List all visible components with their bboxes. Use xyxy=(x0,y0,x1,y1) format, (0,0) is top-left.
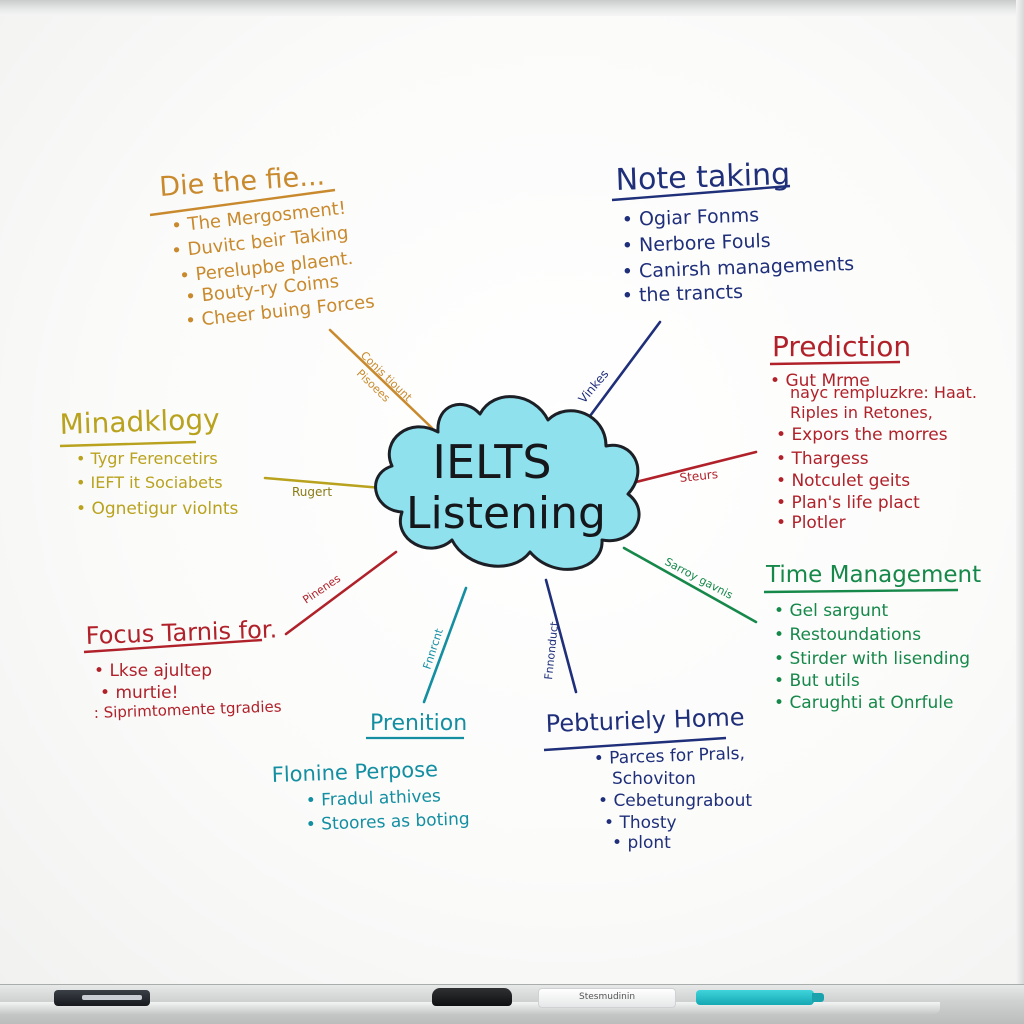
branch-item: • Fradul athives xyxy=(305,786,441,811)
branch-item: • Gut Mrme xyxy=(770,371,870,391)
branch-die-the-fie: Die the fie... • The Mergosment! • Duvit… xyxy=(149,160,415,405)
branch-title: Time Management xyxy=(765,562,981,588)
branch-item: • Stoores as boting xyxy=(305,809,469,835)
mind-map: IELTS Listening Die the fie... • The Mer… xyxy=(59,157,982,853)
branch-item: • But utils xyxy=(774,671,860,691)
branch-item: • Stirder with lisending xyxy=(774,649,970,669)
center-title-line2: Listening xyxy=(406,488,606,539)
connector-line-note-taking xyxy=(588,320,662,418)
title-underline xyxy=(543,736,727,752)
branch-item: • Ognetigur violnts xyxy=(76,499,239,519)
branch-item: • Plotler xyxy=(776,513,846,533)
branch-title: Prenition xyxy=(370,711,467,736)
branch-item: • Tygr Ferencetirs xyxy=(76,449,218,468)
branch-item: • Parces for Prals, xyxy=(593,744,745,769)
branch-title: Die the fie... xyxy=(158,160,326,202)
branch-title: Prediction xyxy=(772,330,911,363)
whiteboard-eraser[interactable] xyxy=(432,988,512,1006)
branch-item: • Thargess xyxy=(776,449,869,469)
branch-item: • Ogiar Fonms xyxy=(621,204,759,231)
marker-label-strip xyxy=(82,995,142,1000)
branch-item: nayc rempluzkre: Haat. xyxy=(790,383,977,402)
branch-item: • Nerbore Fouls xyxy=(621,230,771,257)
white-marker-label: Stesmudinin xyxy=(579,992,636,1002)
branch-item: • Cebetungrabout xyxy=(598,791,752,811)
branch-item: • Lkse ajultep xyxy=(94,661,212,681)
branch-title: Minadklogy xyxy=(59,402,220,441)
connector-label: Fnnonduct xyxy=(542,620,561,680)
branch-title: Focus Tarnis for. xyxy=(85,615,277,650)
branch-item: • IEFT it Sociabets xyxy=(76,473,223,492)
connector-line-die xyxy=(328,328,434,430)
connector-label: Vinkes xyxy=(576,367,612,406)
branch-item: • Expors the morres xyxy=(776,425,948,445)
title-underline xyxy=(149,188,336,217)
branch-item: • Plan's life plact xyxy=(776,493,920,513)
connector-label: Rugert xyxy=(292,485,332,499)
white-marker[interactable]: Stesmudinin xyxy=(538,988,676,1008)
connector-line-prenition xyxy=(422,586,468,704)
connector-label: Sarroy gavnis xyxy=(663,555,736,602)
branch-prediction: Prediction • Gut Mrme nayc rempluzkre: H… xyxy=(679,330,977,533)
teal-marker-tip xyxy=(812,993,824,1002)
whiteboard-top-frame xyxy=(0,0,1024,16)
black-marker[interactable] xyxy=(54,990,150,1006)
connector-line-minadklogy xyxy=(263,476,384,490)
title-underline xyxy=(611,184,791,202)
center-cloud xyxy=(374,395,641,571)
connector-label: Pinenes xyxy=(300,572,343,607)
connector-lines xyxy=(263,320,758,704)
branch-item: • murtie! xyxy=(100,683,178,703)
branch-title: Pebturiely Home xyxy=(545,703,745,738)
title-underline xyxy=(83,638,263,654)
branch-item: • Notculet geits xyxy=(776,471,910,491)
connector-line-time-management xyxy=(622,546,758,624)
connector-line-prediction xyxy=(626,450,758,486)
branch-item: • plont xyxy=(612,833,671,853)
teal-marker[interactable] xyxy=(696,990,824,1005)
branch-note-taking: Note taking • Ogiar Fonms • Nerbore Foul… xyxy=(576,157,855,406)
center-title-line1: IELTS xyxy=(432,435,551,489)
title-underline xyxy=(763,588,959,594)
connector-line-focus xyxy=(284,550,398,636)
branch-item: • Gel sargunt xyxy=(774,601,889,621)
branch-item: • the trancts xyxy=(621,281,743,307)
branch-item: • Thosty xyxy=(604,813,677,833)
connector-label: Fnnrcnt xyxy=(420,626,446,671)
branch-item: • Canirsh managements xyxy=(621,253,854,283)
branch-subtitle: Flonine Perpose xyxy=(271,757,438,787)
branch-focus: Focus Tarnis for. • Lkse ajultep • murti… xyxy=(83,572,343,722)
whiteboard-right-edge xyxy=(1016,0,1024,992)
connector-line-home xyxy=(544,578,578,694)
branch-item: Riples in Retones, xyxy=(790,403,933,422)
branch-pebturiely-home: Pebturiely Home • Parces for Prals, Scho… xyxy=(542,620,752,853)
title-underline xyxy=(59,440,197,448)
marker-tray-lip xyxy=(0,1002,940,1014)
branch-prenition: Prenition Flonine Perpose • Fradul athiv… xyxy=(271,626,470,835)
branch-title: Note taking xyxy=(615,157,791,198)
branch-item: • Carughti at Onrfule xyxy=(774,693,953,713)
branch-item: Schoviton xyxy=(612,769,696,789)
branch-minadklogy: Minadklogy • Tygr Ferencetirs • IEFT it … xyxy=(59,402,332,519)
branch-item: • Restoundations xyxy=(774,625,921,645)
branch-time-management: Time Management • Gel sargunt • Restound… xyxy=(663,555,982,713)
connector-label: Steurs xyxy=(679,467,719,485)
title-underline xyxy=(769,360,901,366)
